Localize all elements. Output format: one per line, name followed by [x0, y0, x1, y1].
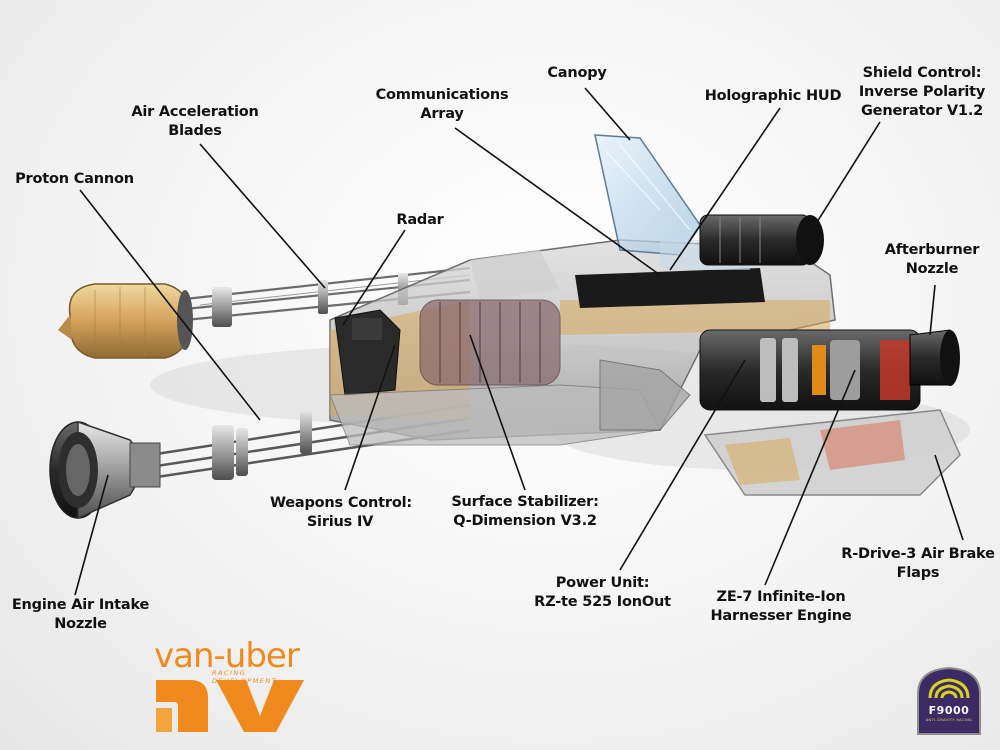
shield-generator [699, 214, 824, 266]
f9000-logo-word: F9000 [928, 704, 970, 717]
f9000-logo-sub: ANTI-GRAVITY RACING [925, 718, 973, 722]
callout-afterburner-nozzle-line2: Nozzle [905, 261, 959, 277]
f9000-logo: F9000 ANTI-GRAVITY RACING [912, 664, 986, 738]
callout-air-acceleration-blades-line2: Blades [168, 123, 222, 139]
callout-afterburner-nozzle-line1: Afterburner [884, 242, 980, 258]
callout-surface-stabilizer-line1: Surface Stabilizer: [451, 494, 599, 510]
upper-gold-pod [58, 283, 193, 359]
callout-air-acceleration-blades: Air Acceleration Blades [125, 103, 265, 141]
callout-ze7-engine-line2: Harnesser Engine [710, 608, 852, 624]
callout-power-unit-line1: Power Unit: [555, 575, 650, 591]
callout-ze7-engine: ZE-7 Infinite-Ion Harnesser Engine [706, 588, 856, 626]
callout-power-unit: Power Unit: RZ-te 525 IonOut [530, 574, 675, 612]
callout-communications-array-line2: Array [420, 106, 464, 122]
f9000-badge-shape [917, 666, 981, 735]
callout-r-drive-air-brake-line2: Flaps [896, 565, 940, 581]
callout-radar-line1: Radar [396, 212, 444, 228]
callout-weapons-control: Weapons Control: Sirius IV [270, 494, 412, 532]
callout-r-drive-air-brake: R-Drive-3 Air Brake Flaps [838, 545, 998, 583]
vanuber-logo-word: van-uber [154, 636, 300, 676]
callout-shield-control-line2: Inverse Polarity [858, 84, 986, 100]
callout-shield-control: Shield Control: Inverse Polarity Generat… [852, 64, 992, 121]
callout-r-drive-air-brake-line1: R-Drive-3 Air Brake [841, 546, 995, 562]
callout-engine-air-intake-line1: Engine Air Intake [11, 597, 150, 613]
callout-holographic-hud: Holographic HUD [703, 87, 843, 106]
callout-ze7-engine-line1: ZE-7 Infinite-Ion [716, 589, 846, 605]
callout-communications-array-line1: Communications [375, 87, 509, 103]
callout-holographic-hud-line1: Holographic HUD [704, 88, 842, 104]
engine-block [699, 329, 960, 411]
callout-surface-stabilizer-line2: Q-Dimension V3.2 [453, 513, 597, 529]
callout-canopy-line1: Canopy [547, 65, 607, 81]
callout-shield-control-line3: Generator V1.2 [860, 103, 984, 119]
callout-weapons-control-line1: Weapons Control: [270, 495, 412, 511]
lower-strut-rings [212, 410, 312, 480]
callout-shield-control-line1: Shield Control: [862, 65, 982, 81]
callout-engine-air-intake-line2: Nozzle [54, 616, 107, 632]
callout-radar: Radar [385, 211, 455, 230]
callout-air-acceleration-blades-line1: Air Acceleration [131, 104, 259, 120]
callout-proton-cannon: Proton Cannon [12, 170, 137, 189]
leader-lines [74, 87, 964, 596]
callout-weapons-control-line2: Sirius IV [306, 514, 374, 530]
air-brake-flaps [703, 409, 961, 496]
lower-intake-nozzle [49, 420, 161, 520]
vanuber-rd-mark [156, 680, 304, 732]
main-hull [329, 239, 836, 446]
vanuber-logo: van-uber RACING DEVELOPMENT [150, 636, 310, 736]
callout-canopy: Canopy [537, 64, 617, 83]
callout-afterburner-nozzle: Afterburner Nozzle [872, 241, 992, 279]
callout-engine-air-intake: Engine Air Intake Nozzle [8, 596, 153, 634]
callout-power-unit-line2: RZ-te 525 IonOut [534, 594, 671, 610]
callout-proton-cannon-line1: Proton Cannon [15, 171, 134, 187]
callout-communications-array: Communications Array [372, 86, 512, 124]
callout-surface-stabilizer: Surface Stabilizer: Q-Dimension V3.2 [445, 493, 605, 531]
